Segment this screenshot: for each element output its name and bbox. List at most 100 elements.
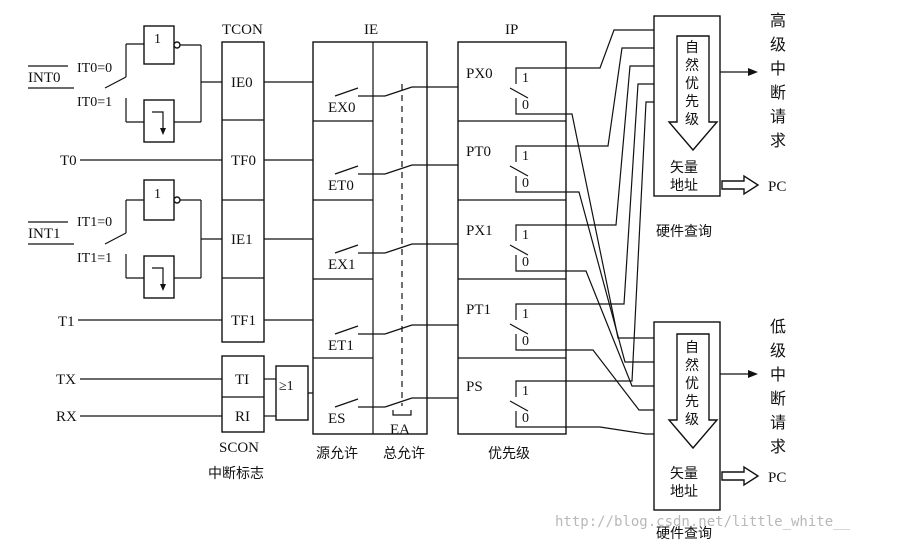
tcon-title: TCON [222, 22, 263, 38]
int0-edge-box [143, 99, 175, 143]
it0-switch [104, 76, 127, 89]
hw-high-arrow-char-3: 优 [685, 76, 699, 92]
t1-label: T1 [58, 314, 75, 330]
watermark: http://blog.csdn.net/little_white__ [555, 514, 851, 530]
route-low-4 [566, 349, 654, 411]
int0-not-gate [143, 25, 175, 65]
it1-eq1-label: IT1=1 [77, 251, 112, 266]
hw-low-arrow-char-5: 级 [685, 412, 699, 428]
switch-et0-blade [334, 165, 359, 175]
hw-high-vector-line2: 地址 [670, 178, 698, 194]
ip-bit-pt1-label: PT1 [466, 302, 491, 318]
switch-ex0-label: EX0 [328, 100, 356, 116]
ip-register [457, 41, 567, 435]
int1-not-gate-label: 1 [154, 187, 161, 202]
ip-bit-pt1-one: 1 [522, 307, 529, 322]
ip-bit-ps-one-contact [515, 380, 566, 397]
ip-bit-pt0-zero: 0 [522, 176, 529, 191]
ie-register [312, 41, 428, 435]
scon-title: SCON [219, 440, 259, 456]
ip-bit-px0-label: PX0 [466, 66, 493, 82]
or-gate [275, 365, 309, 421]
hw-low-vector-line2: 地址 [670, 484, 698, 500]
ip-bit-px1-blade [509, 244, 529, 256]
hw-low-caption: 硬件查询 [656, 526, 712, 542]
switch-es-label: ES [328, 411, 346, 427]
ip-bit-ps-zero-contact [515, 411, 566, 428]
hw-high-priority-arrow [667, 35, 719, 152]
int0-label: INT0 [28, 70, 61, 86]
hw-low-arrow-char-2: 然 [685, 357, 699, 374]
t0-label: T0 [60, 153, 77, 169]
hw-high-arrow-char-1: 自 [685, 40, 699, 56]
switch-ex1-blade [334, 244, 359, 254]
ip-bit-px0-zero-contact [515, 98, 566, 115]
hw-high-caption: 硬件查询 [656, 224, 712, 240]
interrupt-flag-caption: 中断标志 [208, 466, 264, 482]
route-low-5 [566, 426, 654, 435]
low-request-char-6: 求 [770, 437, 786, 456]
tx-label: TX [56, 372, 76, 388]
high-request-char-1: 高 [770, 11, 786, 30]
high-request-char-2: 级 [770, 35, 786, 54]
it1-switch [104, 232, 127, 245]
rx-label: RX [56, 409, 77, 425]
route-low-3 [566, 270, 654, 387]
int1-edge-symbol [152, 267, 164, 289]
ea-switch-symbol [392, 410, 412, 416]
low-request-char-4: 断 [770, 389, 786, 408]
int0-not-bubble [173, 41, 181, 49]
int1-label: INT1 [28, 226, 61, 242]
route-low-1 [566, 113, 654, 339]
hw-low-arrow-char-1: 自 [685, 340, 699, 356]
hw-low-priority-arrow [667, 333, 719, 450]
hw-high-pc-label: PC [768, 179, 786, 195]
hw-high-arrow-char-5: 级 [685, 112, 699, 128]
scon-register [221, 355, 265, 433]
tcon-flag-tf0: TF0 [231, 153, 256, 169]
route-high-5 [566, 101, 654, 382]
ip-bit-pt0-one: 1 [522, 149, 529, 164]
it1-eq0-label: IT1=0 [77, 215, 112, 230]
priority-caption: 优先级 [488, 446, 530, 462]
switch-et0-label: ET0 [328, 178, 354, 194]
ip-bit-ps-label: PS [466, 379, 483, 395]
switch-et1-blade [334, 325, 359, 335]
ea-blade-es [384, 397, 413, 408]
ip-bit-px0-zero: 0 [522, 98, 529, 113]
hw-high-pc-arrow [721, 174, 760, 196]
route-high-2 [566, 47, 654, 147]
ip-bit-pt1-zero-contact [515, 334, 566, 351]
route-high-1 [566, 29, 654, 69]
hw-low-arrow-char-4: 先 [685, 394, 699, 410]
ip-bit-px1-label: PX1 [466, 223, 493, 239]
hw-low-pc-arrow [721, 465, 760, 487]
hw-low-arrow-char-3: 优 [685, 376, 699, 392]
ip-bit-px0-one: 1 [522, 71, 529, 86]
ip-bit-ps-zero: 0 [522, 411, 529, 426]
low-request-char-3: 中 [770, 365, 786, 384]
tcon-flag-ie1: IE1 [231, 232, 253, 248]
source-enable-caption: 源允许 [316, 446, 358, 462]
route-low-2 [566, 191, 654, 363]
high-request-char-5: 请 [770, 107, 786, 126]
priority-routes [566, 29, 654, 435]
hw-high-request-arrow [748, 68, 758, 76]
int0-not-gate-label: 1 [154, 32, 161, 47]
ea-blade-ex1 [384, 243, 413, 254]
ip-bit-px0-one-contact [515, 67, 566, 84]
int1-edge-box [143, 255, 175, 299]
high-request-char-6: 求 [770, 131, 786, 150]
ip-bit-px1-one: 1 [522, 228, 529, 243]
ip-bit-pt1-blade [509, 323, 529, 335]
switch-es-blade [334, 398, 359, 408]
high-request-char-4: 断 [770, 83, 786, 102]
int1-edge-arrow [160, 284, 166, 291]
ip-bit-pt1-one-contact [515, 303, 566, 320]
ip-bit-pt0-one-contact [515, 145, 566, 162]
hw-high-vector-line1: 矢量 [670, 160, 698, 176]
tcon-flag-ie0: IE0 [231, 75, 253, 91]
high-request-char-3: 中 [770, 59, 786, 78]
